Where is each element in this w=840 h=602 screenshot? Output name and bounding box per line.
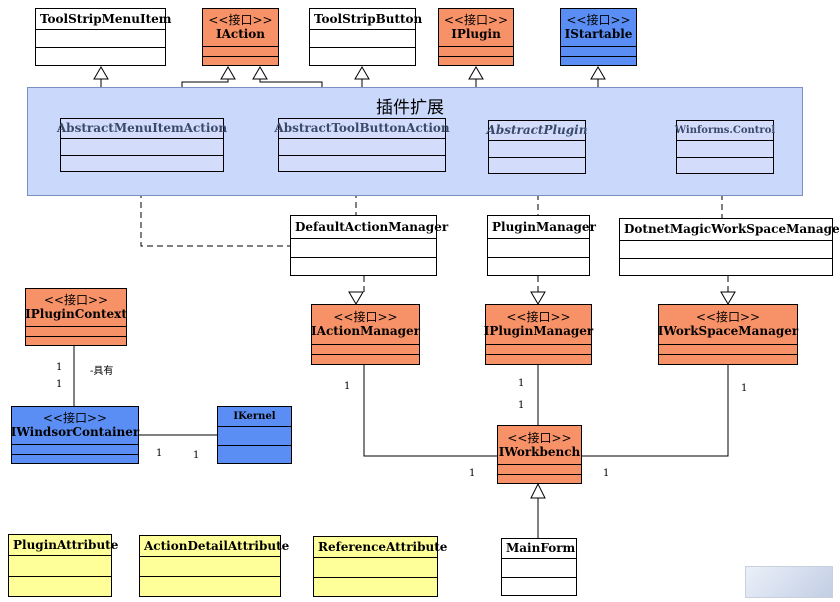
multiplicity-label: 1 — [603, 468, 610, 479]
package-title: 插件扩展 — [376, 98, 444, 118]
interface-iworkbench[interactable]: <<接口>>IWorkbench — [497, 425, 582, 484]
class-pluginmanager[interactable]: PluginManager — [487, 215, 596, 276]
class-name: ReferenceAttribute — [318, 539, 448, 554]
interface-iwindsorcontainer[interactable]: <<接口>>IWindsorContainer — [11, 406, 139, 464]
class-name: IPlugin — [451, 27, 501, 41]
stereotype: <<接口>> — [695, 310, 761, 324]
class-toolstripbutton[interactable]: ToolStripButton — [309, 8, 422, 66]
class-name: MainForm — [506, 541, 576, 555]
interface-iactionmanager[interactable]: <<接口>>IActionManager — [311, 304, 420, 365]
stereotype: <<接口>> — [507, 430, 572, 445]
multiplicity-label: 1 — [56, 379, 63, 390]
class-abstractmenuitemaction[interactable]: AbstractMenuItemAction — [56, 118, 228, 172]
class-name: DotnetMagicWorkSpaceManager — [624, 222, 840, 236]
multiplicity-label: 1 — [156, 448, 163, 459]
class-referenceattribute[interactable]: ReferenceAttribute — [313, 536, 447, 597]
interface-iplugincontext[interactable]: <<接口>>IPluginContext — [25, 288, 127, 346]
class-name: PluginAttribute — [13, 537, 119, 552]
stereotype: <<接口>> — [333, 310, 398, 324]
multiplicity-label: 1 — [741, 383, 748, 394]
class-name: DefaultActionManager — [295, 219, 449, 234]
class-name: ToolStripMenuItem — [40, 11, 172, 26]
class-name: IAction — [215, 27, 266, 41]
class-name: IStartable — [564, 27, 633, 41]
stereotype: <<接口>> — [566, 13, 631, 27]
class-abstracttoolbuttonaction[interactable]: AbstractToolButtonAction — [274, 118, 450, 172]
interface-ipluginmanager[interactable]: <<接口>>IPluginManager — [483, 304, 594, 365]
stereotype: <<接口>> — [43, 293, 109, 307]
multiplicity-label: 1 — [518, 378, 525, 389]
class-mainform[interactable]: MainForm — [501, 538, 577, 596]
class-toolstripmenuitem[interactable]: ToolStripMenuItem — [35, 8, 171, 66]
class-dotnetmagicworkspacemanager[interactable]: DotnetMagicWorkSpaceManager — [619, 218, 840, 276]
class-name: IPluginManager — [483, 324, 594, 338]
class-pluginattribute[interactable]: PluginAttribute — [8, 534, 118, 597]
stereotype: <<接口>> — [208, 13, 273, 27]
class-actiondetailattribute[interactable]: ActionDetailAttribute — [139, 535, 289, 597]
multiplicity-label: 1 — [344, 381, 351, 392]
class-defaultactionmanager[interactable]: DefaultActionManager — [290, 215, 448, 276]
multiplicity-label: 1 — [193, 450, 200, 461]
class-name: AbstractToolButtonAction — [274, 121, 450, 135]
class-name: IActionManager — [311, 324, 420, 338]
stereotype: <<接口>> — [443, 13, 509, 27]
interface-iaction[interactable]: <<接口>>IAction — [202, 8, 279, 66]
multiplicity-label: 1 — [469, 468, 476, 479]
class-winformscontrol[interactable]: Winforms.Control — [674, 120, 776, 174]
class-name: IKernel — [233, 411, 276, 422]
class-name: AbstractPlugin — [486, 123, 588, 137]
class-name: PluginManager — [492, 219, 596, 234]
class-name: Winforms.Control — [674, 125, 776, 136]
role-label: -具有 — [90, 366, 114, 377]
class-name: IWorkSpaceManager — [657, 324, 799, 338]
class-name: AbstractMenuItemAction — [56, 121, 228, 135]
interface-iplugin[interactable]: <<接口>>IPlugin — [438, 8, 514, 66]
multiplicity-label: 1 — [518, 400, 525, 411]
multiplicity-label: 1 — [56, 362, 63, 373]
interface-istartable[interactable]: <<接口>>IStartable — [560, 8, 637, 66]
class-ikernel[interactable]: IKernel — [217, 406, 292, 464]
interface-iworkspacemanager[interactable]: <<接口>>IWorkSpaceManager — [658, 304, 798, 365]
stereotype: <<接口>> — [42, 411, 108, 425]
class-name: ActionDetailAttribute — [144, 538, 290, 553]
watermark-logo — [745, 566, 833, 598]
class-abstractplugin[interactable]: AbstractPlugin — [486, 120, 588, 174]
class-name: IPluginContext — [25, 307, 127, 321]
class-name: ToolStripButton — [314, 11, 423, 26]
stereotype: <<接口>> — [506, 310, 571, 324]
class-name: IWindsorContainer — [10, 425, 140, 439]
class-name: IWorkbench — [498, 444, 581, 459]
